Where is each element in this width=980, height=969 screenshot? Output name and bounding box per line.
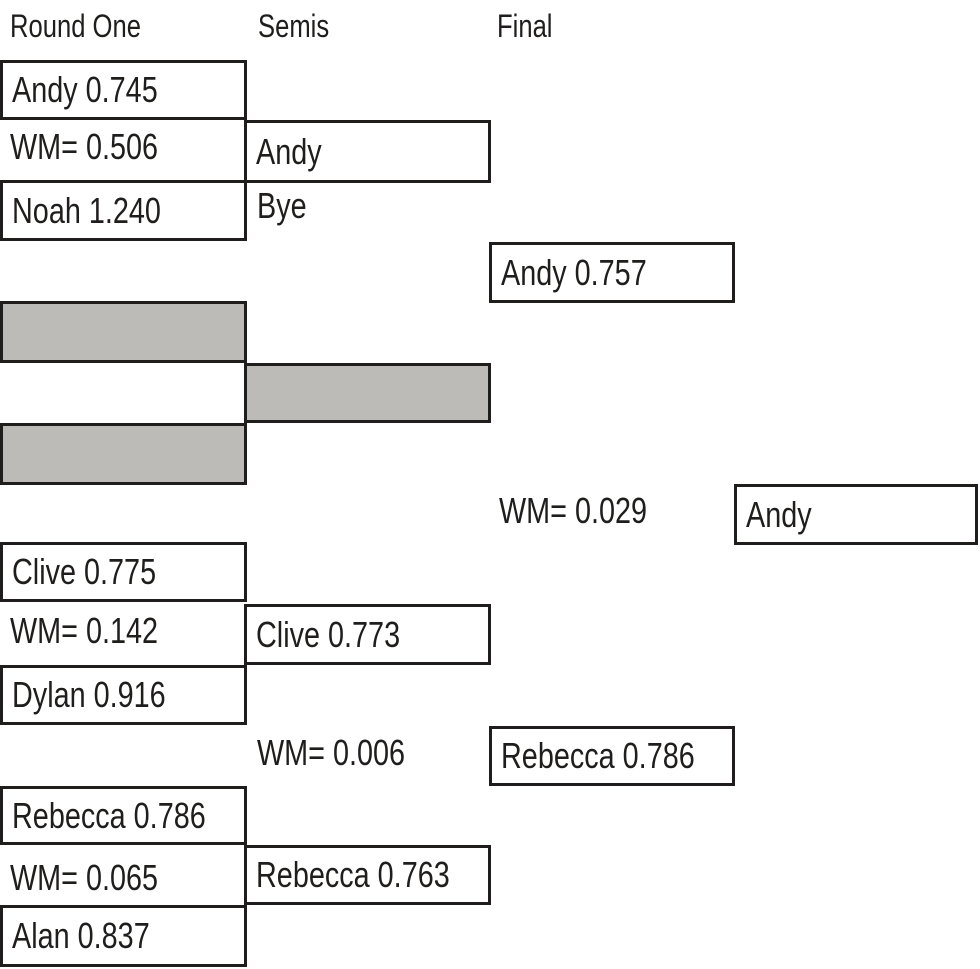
semi1-winner-label: Andy 0.757 xyxy=(501,251,647,293)
match4-winner-box: Rebecca 0.763 xyxy=(244,845,491,905)
match4-win-margin-label: WM= 0.065 xyxy=(10,857,159,898)
semi2-winner-box: Rebecca 0.786 xyxy=(489,726,735,786)
final-win-margin: WM= 0.029 xyxy=(499,493,684,529)
round-one-header-label: Round One xyxy=(10,8,141,44)
match1-win-margin: WM= 0.506 xyxy=(10,129,195,165)
match1-winner-box: Andy xyxy=(244,120,491,183)
semi2-win-margin: WM= 0.006 xyxy=(257,735,442,771)
match3-win-margin: WM= 0.142 xyxy=(10,613,195,649)
semis-bye-label: Bye xyxy=(257,185,307,226)
match4-player1-label: Rebecca 0.786 xyxy=(12,794,206,836)
match4-winner-label: Rebecca 0.763 xyxy=(256,854,450,895)
champion-label: Andy xyxy=(746,493,812,535)
semi1-winner-box: Andy 0.757 xyxy=(489,242,735,303)
champion-box: Andy xyxy=(734,484,978,545)
match3-player2-box: Dylan 0.916 xyxy=(0,665,247,725)
final-header: Final xyxy=(497,10,566,42)
match1-player1-box: Andy 0.745 xyxy=(0,60,247,120)
match1-player2-label: Noah 1.240 xyxy=(12,189,161,231)
match4-player1-box: Rebecca 0.786 xyxy=(0,786,247,845)
match1-win-margin-label: WM= 0.506 xyxy=(10,126,159,167)
round-one-header: Round One xyxy=(10,10,174,42)
semis-header-label: Semis xyxy=(258,8,330,44)
match2-winner-empty-box xyxy=(244,363,491,423)
match3-winner-label: Clive 0.773 xyxy=(256,613,401,655)
match3-winner-box: Clive 0.773 xyxy=(244,604,491,665)
semi2-win-margin-label: WM= 0.006 xyxy=(257,732,406,773)
match1-player2-box: Noah 1.240 xyxy=(0,180,247,241)
match4-win-margin: WM= 0.065 xyxy=(10,860,195,896)
match3-player2-label: Dylan 0.916 xyxy=(12,674,166,715)
match2-player1-empty-box xyxy=(0,301,247,363)
final-header-label: Final xyxy=(497,8,553,44)
match3-win-margin-label: WM= 0.142 xyxy=(10,610,159,651)
match3-player1-box: Clive 0.775 xyxy=(0,542,247,602)
semis-bye-text: Bye xyxy=(257,188,319,224)
semi2-winner-label: Rebecca 0.786 xyxy=(501,735,695,776)
match4-player2-label: Alan 0.837 xyxy=(12,915,150,956)
semis-header: Semis xyxy=(258,10,347,42)
match1-winner-label: Andy xyxy=(256,130,322,172)
match1-player1-label: Andy 0.745 xyxy=(12,69,158,110)
match2-player2-empty-box xyxy=(0,423,247,485)
match3-player1-label: Clive 0.775 xyxy=(12,551,157,592)
final-win-margin-label: WM= 0.029 xyxy=(499,490,648,531)
match4-player2-box: Alan 0.837 xyxy=(0,905,247,967)
